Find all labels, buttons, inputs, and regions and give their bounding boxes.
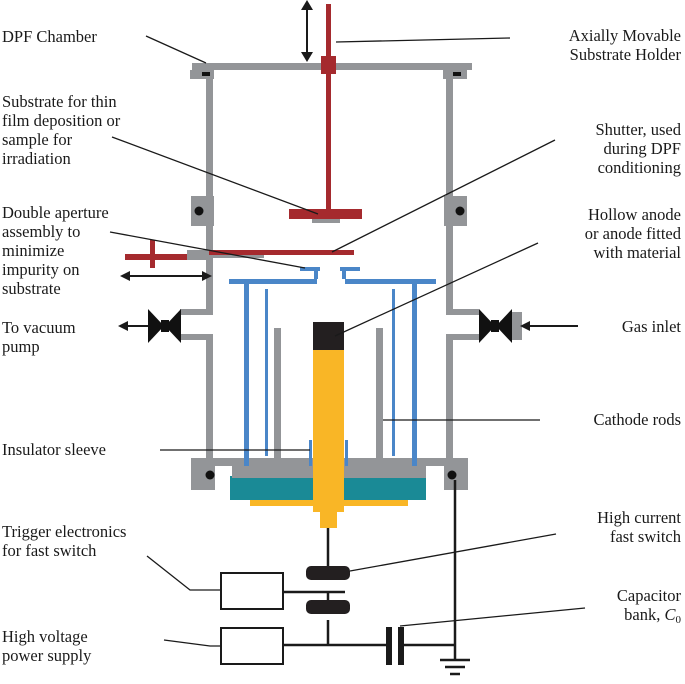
ground-symbol [440,658,470,676]
gas-inlet-valve [479,309,522,343]
trigger-electronics-box [220,572,284,610]
label-vacuum-pump: To vacuum pump [2,318,76,356]
switch-circuit [282,480,457,660]
chamber-bolts [194,72,465,480]
label-cathode-rods: Cathode rods [593,410,681,429]
label-capacitor-bank: Capacitor bank, C0 [616,586,681,626]
cathode-structure [229,267,436,472]
label-shutter: Shutter, used during DPF conditioning [595,120,682,177]
label-fast-switch: High current fast switch [597,508,681,546]
label-substrate: Substrate for thin film deposition or sa… [2,92,121,168]
gas-inlet-arrow [520,321,578,331]
holder-motion-arrow [301,0,313,62]
label-double-aperture: Double aperture assembly to minimize imp… [2,203,109,298]
leader-lines [109,35,586,647]
shutter [125,240,354,268]
hv-supply-box [220,627,284,665]
cathode-rods [274,328,383,466]
label-hv-supply: High voltage power supply [2,627,92,665]
label-dpf-chamber: DPF Chamber [2,27,97,46]
substrate-holder [289,4,362,223]
vacuum-valve [148,309,181,343]
pump-arrow [118,321,148,331]
anode [309,322,348,528]
capacitor-symbol [386,627,404,665]
label-insulator-sleeve: Insulator sleeve [2,440,107,459]
label-hollow-anode: Hollow anode or anode fitted with materi… [584,205,681,262]
shutter-motion-arrow [120,271,212,281]
label-substrate-holder: Axially Movable Substrate Holder [568,26,681,64]
label-trigger-electronics: Trigger electronics for fast switch [2,522,127,560]
label-gas-inlet: Gas inlet [621,317,681,336]
fast-switch [306,566,350,614]
